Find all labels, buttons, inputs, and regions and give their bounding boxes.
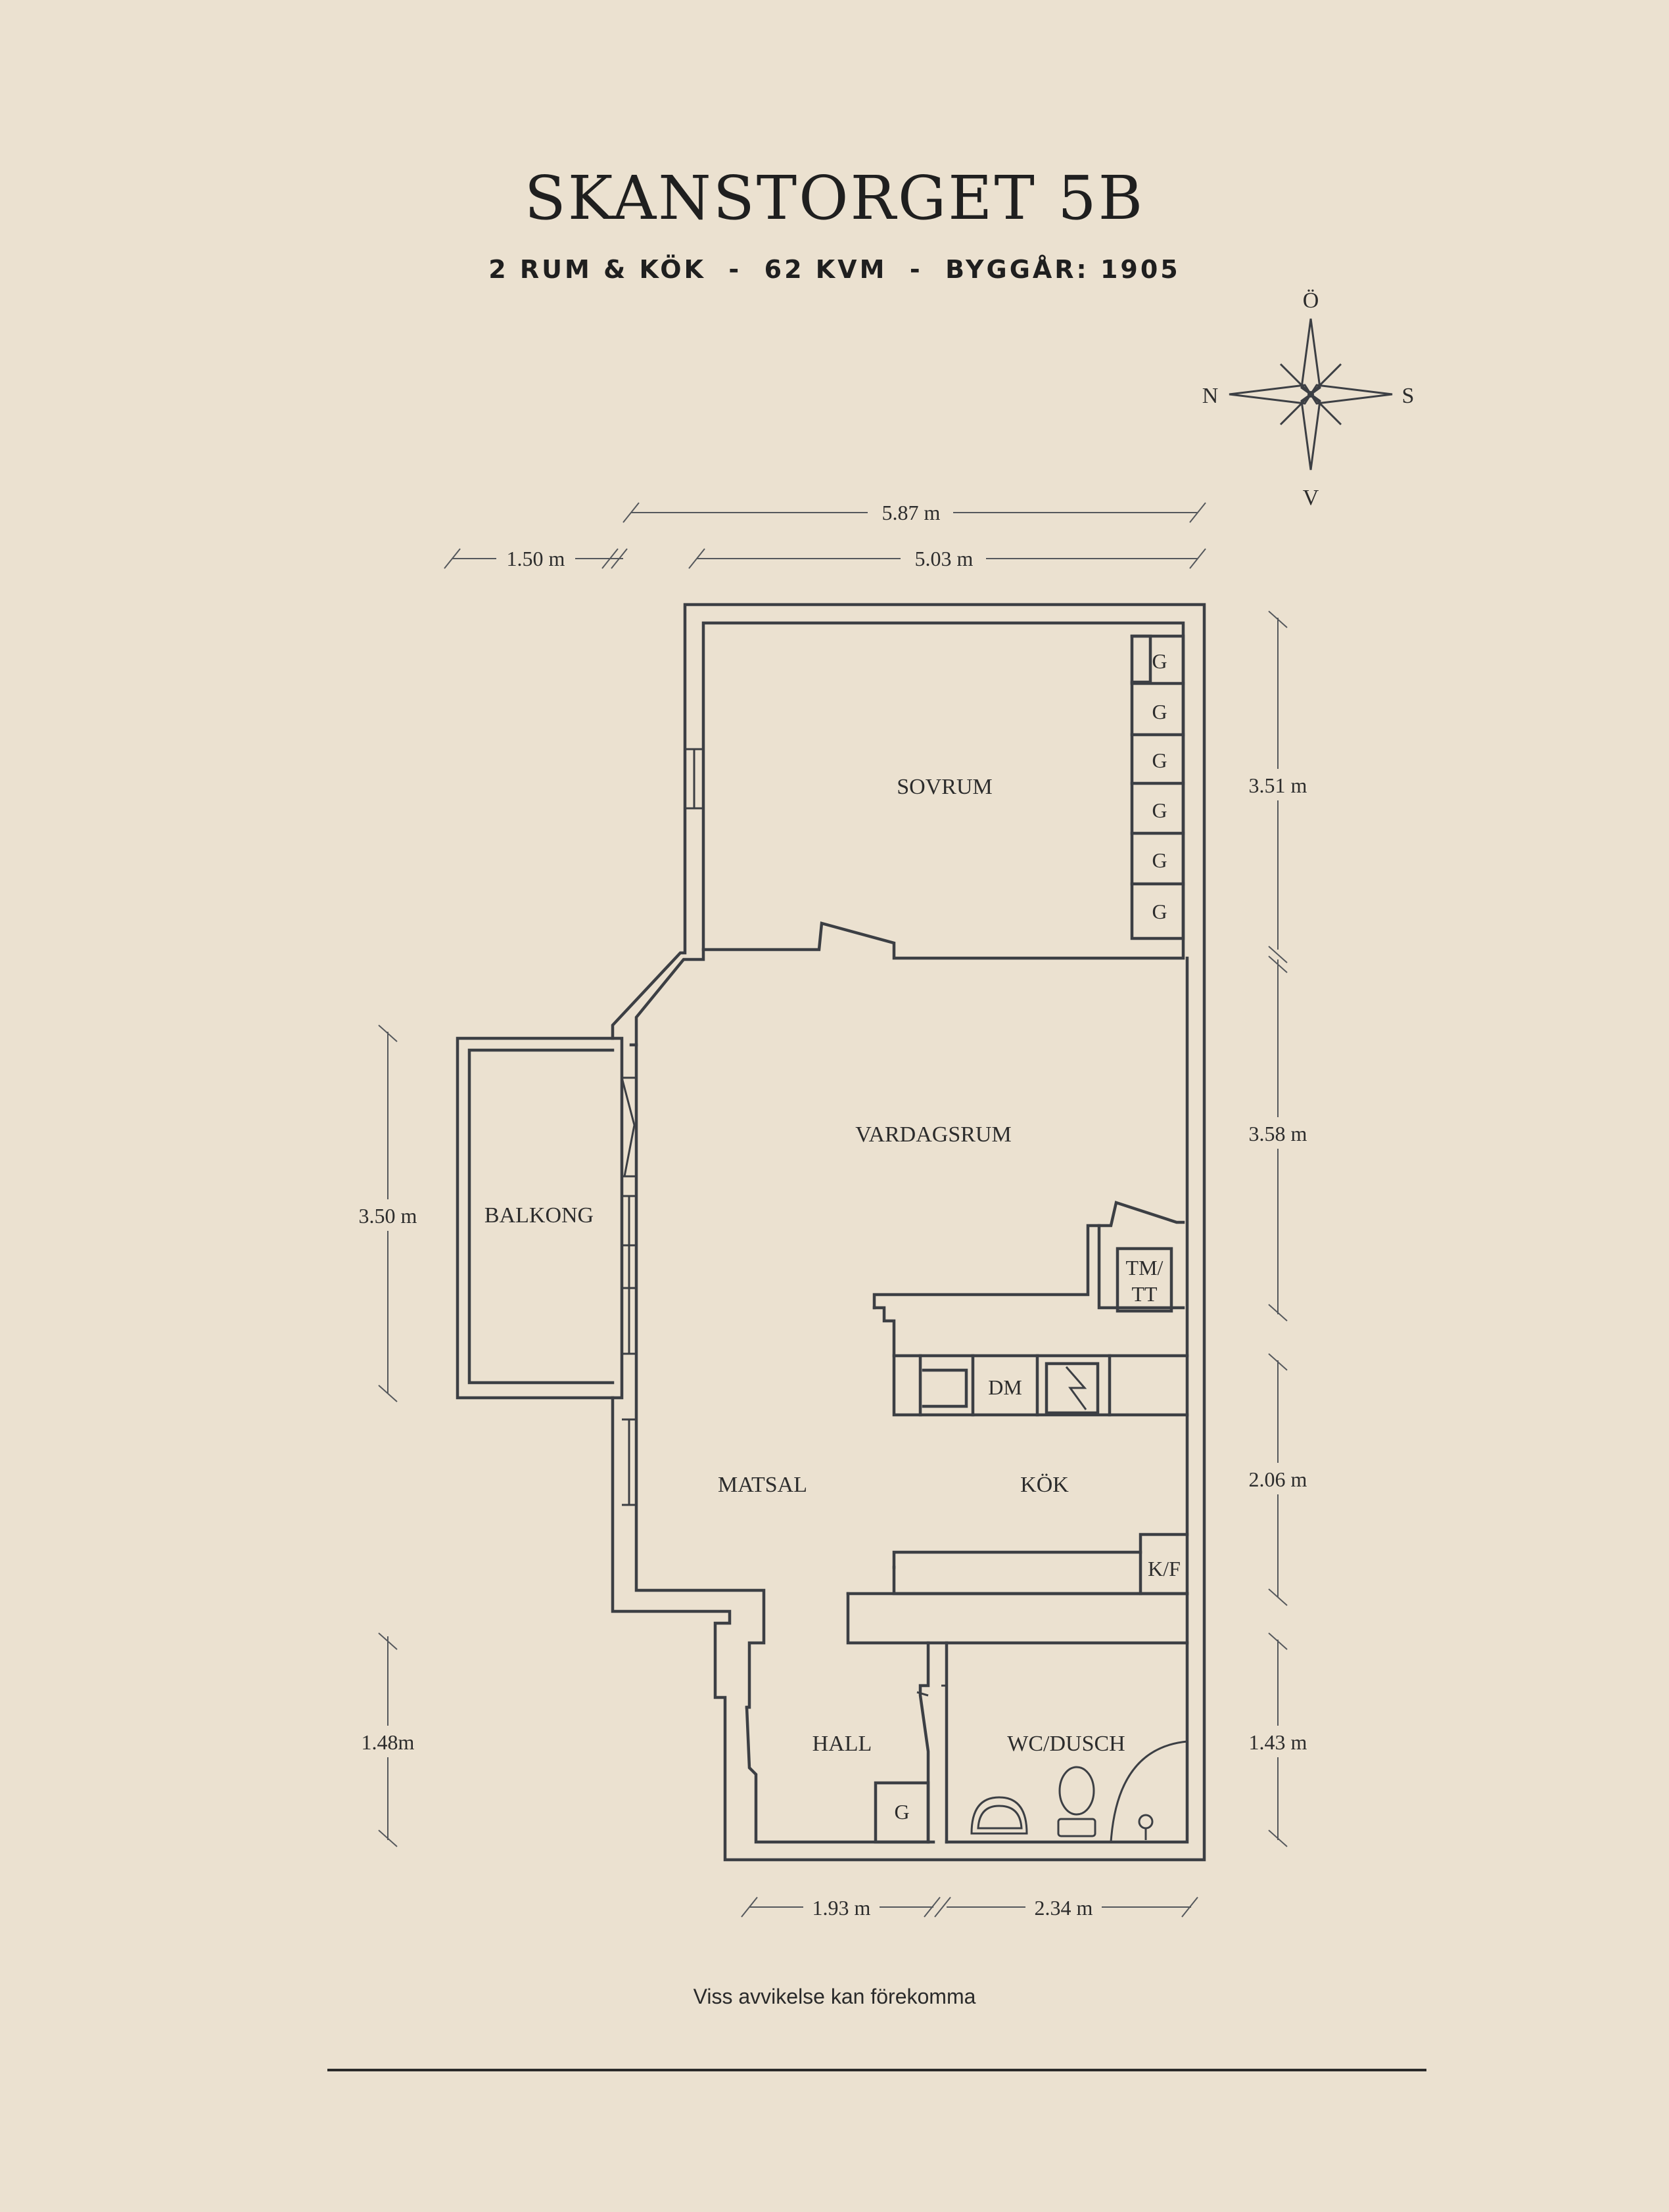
left-dimension-lines: 3.50 m 1.48m: [348, 1025, 427, 1847]
kf-label: K/F: [1148, 1557, 1181, 1580]
sink-icon: [970, 1796, 1028, 1835]
tmtt-label-line2: TT: [1131, 1282, 1158, 1306]
sovrum-closets: G G G G G G: [1130, 634, 1185, 940]
sovrum-window: [685, 748, 703, 810]
closet-label: G: [1152, 649, 1167, 673]
page-title: SKANSTORGET 5B: [524, 163, 1145, 233]
closet-label: G: [1152, 798, 1167, 822]
room-label-wc: WC/DUSCH: [1007, 1732, 1125, 1756]
dim-top-balcony: 1.50 m: [507, 547, 565, 570]
dim-top-total: 5.87 m: [882, 501, 941, 524]
closet-label: G: [1152, 749, 1167, 772]
room-label-vardagsrum: VARDAGSRUM: [855, 1122, 1011, 1147]
room-label-hall: HALL: [812, 1732, 872, 1756]
bottom-dimension-lines: 1.93 m 2.34 m: [741, 1893, 1198, 1922]
dim-right-wc: 1.43 m: [1249, 1730, 1307, 1754]
compass-south-label: V: [1303, 486, 1319, 510]
room-label-kok: KÖK: [1020, 1473, 1069, 1497]
room-labels: SOVRUM VARDAGSRUM BALKONG MATSAL KÖK HAL…: [484, 775, 1125, 1756]
footer-note: Viss avvikelse kan förekomma: [693, 1985, 976, 2008]
closet-label: G: [1152, 700, 1167, 724]
shower-head-icon: [1138, 1814, 1154, 1830]
compass-north-label: Ö: [1303, 288, 1319, 313]
outer-walls: [611, 603, 1206, 1862]
room-label-sovrum: SOVRUM: [897, 775, 992, 799]
kitchen-counter-lower: K/F: [892, 1532, 1189, 1596]
tmtt-label-line1: TM/: [1126, 1256, 1164, 1279]
dim-left-balcony: 3.50 m: [359, 1204, 417, 1228]
dim-right-vardagsrum: 3.58 m: [1249, 1122, 1307, 1145]
dim-right-sovrum: 3.51 m: [1249, 773, 1307, 797]
top-dimension-lines: 5.87 m 5.03 m 1.50 m: [444, 498, 1206, 570]
kitchen-counter-upper: DM: [872, 1306, 1189, 1417]
right-dimension-lines: 3.51 m 3.58 m 2.06 m 1.43 m: [1240, 611, 1319, 1847]
closet-label: G: [1152, 900, 1167, 923]
page-subtitle: 2 RUM & KÖK - 62 KVM - BYGGÅR: 1905: [488, 255, 1181, 284]
dim-bottom-hall: 1.93 m: [812, 1896, 871, 1920]
closet-label: G: [1152, 848, 1167, 872]
dm-label: DM: [988, 1375, 1022, 1399]
tmtt-unit: TM/ TT: [872, 1201, 1185, 1313]
balkong-outline: [456, 1036, 636, 1506]
wc-fixtures: [970, 1740, 1188, 1843]
hall-wc-walls: G: [846, 1592, 1189, 1844]
closet-label: G: [894, 1800, 909, 1824]
compass-rose-icon: Ö N S V: [1202, 288, 1415, 510]
dim-right-kok: 2.06 m: [1249, 1467, 1307, 1491]
compass-west-label: N: [1202, 384, 1219, 408]
toilet-icon: [1058, 1766, 1095, 1816]
shower-curtain-icon: [1110, 1740, 1188, 1843]
room-label-matsal: MATSAL: [718, 1473, 807, 1497]
dim-left-hall: 1.48m: [362, 1730, 415, 1754]
dim-bottom-wc: 2.34 m: [1035, 1896, 1093, 1920]
compass-east-label: S: [1402, 384, 1415, 408]
dim-top-inner: 5.03 m: [915, 547, 974, 570]
room-label-balkong: BALKONG: [484, 1203, 594, 1228]
